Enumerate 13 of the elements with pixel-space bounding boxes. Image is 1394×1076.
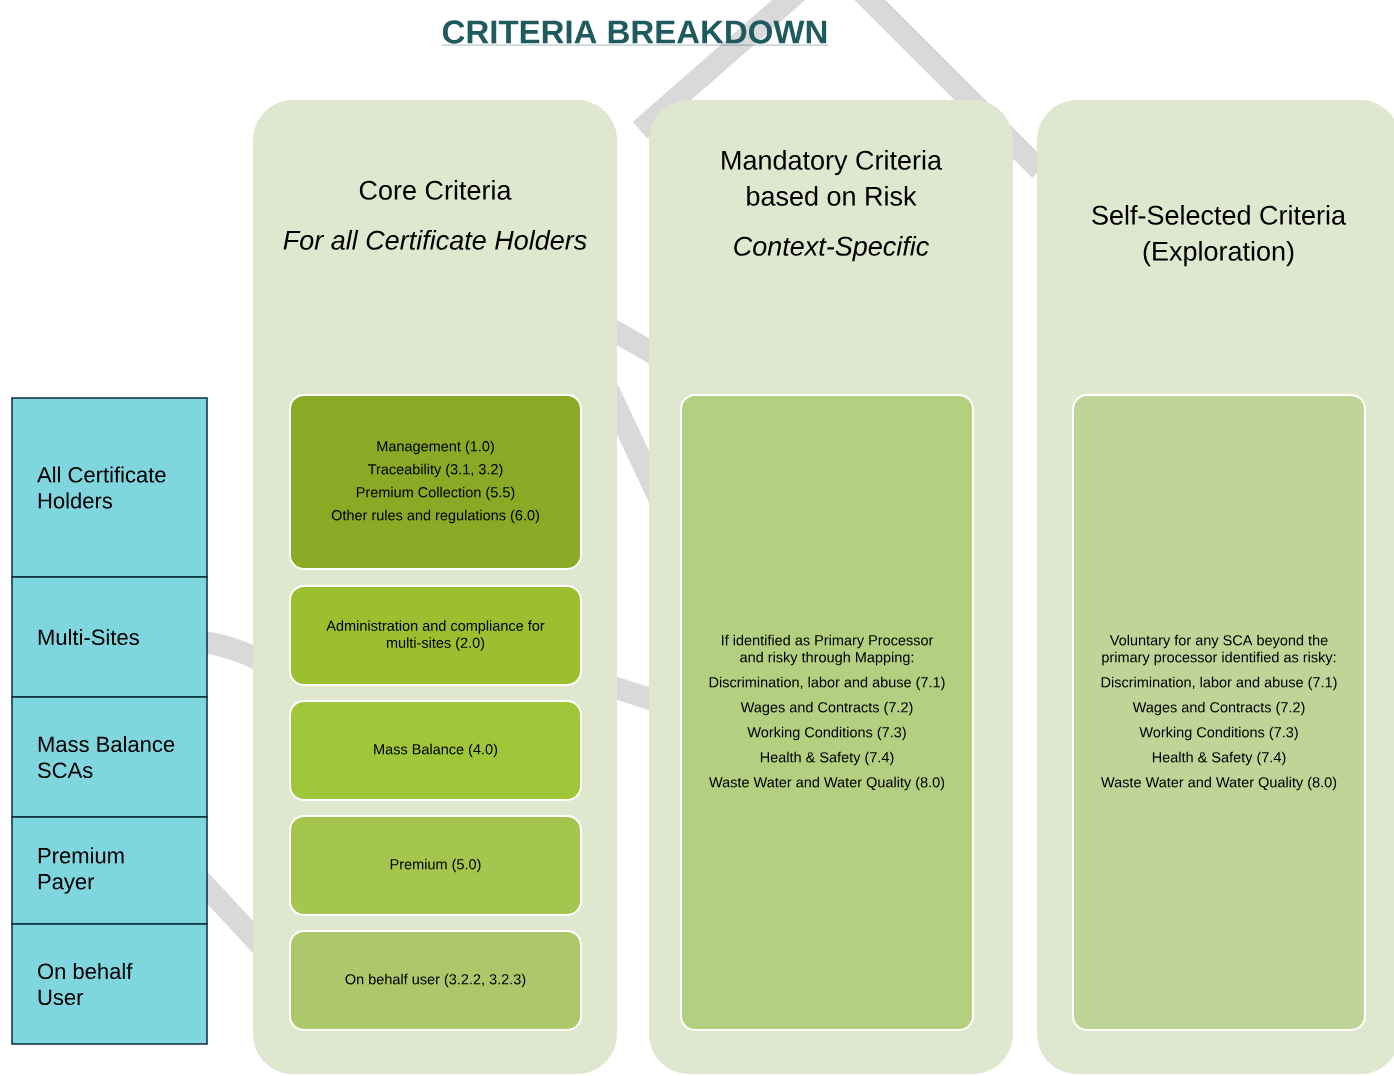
- category-box: On behalf User: [11, 923, 208, 1045]
- category-box: Mass Balance SCAs: [11, 696, 208, 818]
- criteria-box: Administration and compliance for multi-sites (2.0): [289, 585, 582, 686]
- category-box: Multi-Sites: [11, 576, 208, 698]
- criteria-box: If identified as Primary Processor and risky through Mapping: Discrimination, labor and abuse (7.1) Wages and Contracts (7.2) Working Conditions (7.3) Health & Safety (7.4) Waste Water and Water Quality (8.0): [680, 394, 974, 1031]
- criteria-box: Management (1.0) Traceability (3.1, 3.2) Premium Collection (5.5) Other rules and regulations (6.0): [289, 394, 582, 570]
- category-box: All Certificate Holders: [11, 397, 208, 578]
- criteria-box: Premium (5.0): [289, 815, 582, 916]
- criteria-box: Mass Balance (4.0): [289, 700, 582, 801]
- category-box: Premium Payer: [11, 816, 208, 925]
- criteria-box: On behalf user (3.2.2, 3.2.3): [289, 930, 582, 1031]
- title: CRITERIA BREAKDOWN: [441, 20, 829, 46]
- criteria-box: Voluntary for any SCA beyond the primary processor identified as risky: Discrimination, labor and abuse (7.1) Wages and Contracts (7.2) Working Conditions (7.3) Health & Safety (7.4) Waste Water and Water Quality (8.0): [1072, 394, 1366, 1031]
